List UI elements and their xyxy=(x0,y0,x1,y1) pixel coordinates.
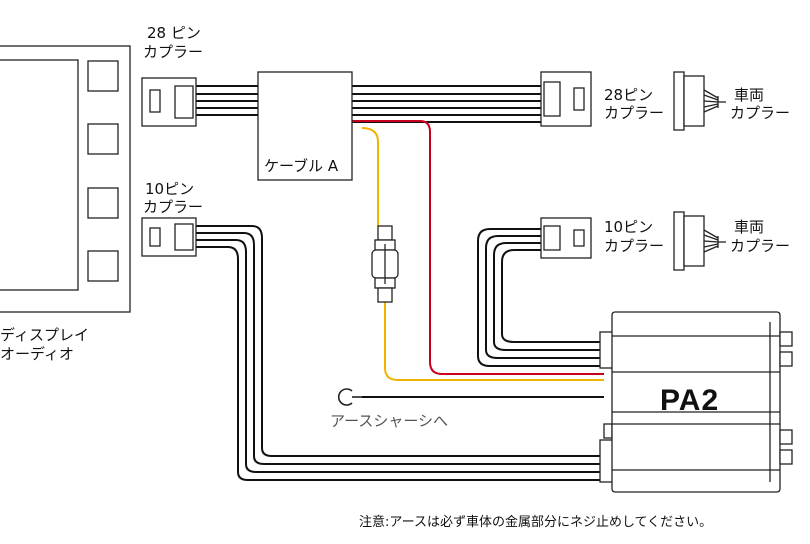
coupler-10pin-right xyxy=(540,217,592,259)
harness-10pin-left xyxy=(196,225,604,481)
cable-a-label: ケーブル A xyxy=(264,157,339,175)
vehicle-coupler-bottom xyxy=(673,211,726,271)
harness-28pin xyxy=(196,85,541,123)
display-audio-label-line1: ディスプレイ xyxy=(0,326,89,344)
display-audio-label-line2: オーディオ xyxy=(0,345,74,363)
vehicle-coupler-bottom-label-line2: カプラー xyxy=(730,237,791,255)
fuse-holder xyxy=(371,225,399,303)
coupler-28pin-right xyxy=(540,71,592,127)
coupler-28pin-left xyxy=(141,77,197,127)
coupler-28pin-right-label-line1: 28ピン xyxy=(604,86,654,104)
vehicle-coupler-bottom-label-line1: 車両 xyxy=(734,218,765,236)
ground-terminal-icon xyxy=(337,388,362,406)
vehicle-coupler-top xyxy=(673,71,726,131)
cable-a-box xyxy=(257,71,353,181)
coupler-10pin-left-label-line1: 10ピン xyxy=(145,180,195,198)
red-wire xyxy=(352,120,604,375)
ground-label: アースシャーシへ xyxy=(330,412,449,430)
coupler-10pin-left-label-line2: カプラー xyxy=(143,198,204,216)
coupler-10pin-right-label-line2: カプラー xyxy=(604,237,665,255)
vehicle-coupler-top-label-line1: 車両 xyxy=(734,86,765,104)
pa2-unit-label: PA2 xyxy=(660,384,720,417)
coupler-28pin-left-label-line1: 28 ピン xyxy=(147,24,201,42)
harness-10pin-right xyxy=(477,228,604,367)
yellow-wire xyxy=(361,127,604,381)
display-audio-unit xyxy=(0,45,131,313)
pa2-unit xyxy=(599,311,793,493)
vehicle-coupler-top-label-line2: カプラー xyxy=(730,104,791,122)
coupler-10pin-right-label-line1: 10ピン xyxy=(604,218,654,236)
coupler-28pin-right-label-line2: カプラー xyxy=(604,104,665,122)
coupler-10pin-left xyxy=(141,217,197,257)
coupler-28pin-left-label-line2: カプラー xyxy=(143,43,204,61)
caution-note: 注意:アースは必ず車体の金属部分にネジ止めしてください。 xyxy=(359,515,713,530)
